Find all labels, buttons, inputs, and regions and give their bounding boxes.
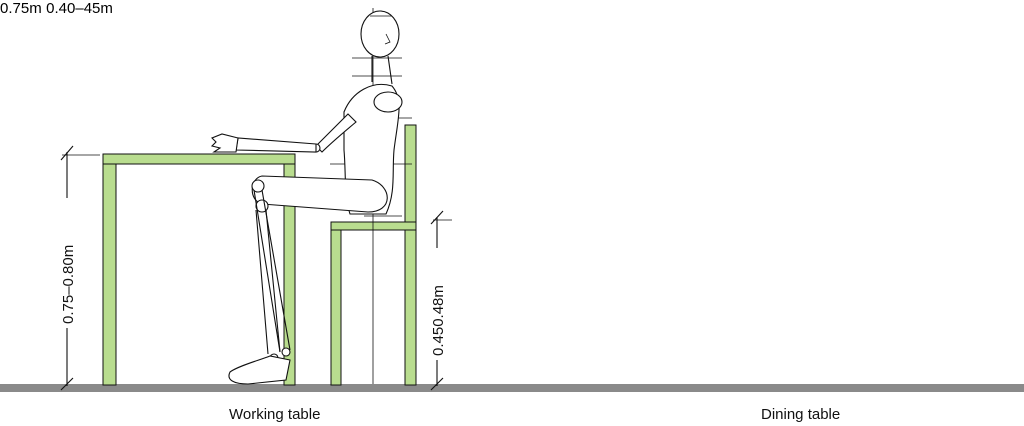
dining-seat-height-dimension: 0.40–45m (46, 0, 113, 17)
glass: 0.40–45m (46, 0, 113, 17)
working-seated-figure (210, 8, 412, 385)
working-seat-height-label: 0.450.48m (430, 285, 447, 356)
working-chair (330, 124, 417, 386)
working-table-caption: Working table (229, 406, 321, 423)
plate: 0.40–45m (46, 0, 113, 17)
ground-line (0, 384, 1024, 392)
working-table-height-label: 0.75–0.80m (60, 245, 77, 324)
dining-table-height-label: 0.75m (0, 0, 42, 17)
dining-table-height-dimension: 0.75m (0, 0, 46, 17)
working-table-height-dimension: 0.75–0.80m (58, 145, 100, 391)
working-table-panel: 0.75–0.80m 0.450.48m (58, 8, 452, 391)
working-table (102, 153, 296, 386)
dining-table-panel: 0.75m 0.40–45m (0, 0, 113, 17)
dining-seat-height-label: 0.40–45m (46, 0, 113, 17)
dining-table-caption: Dining table (761, 406, 841, 423)
working-seat-height-dimension: 0.450.48m (428, 210, 452, 391)
